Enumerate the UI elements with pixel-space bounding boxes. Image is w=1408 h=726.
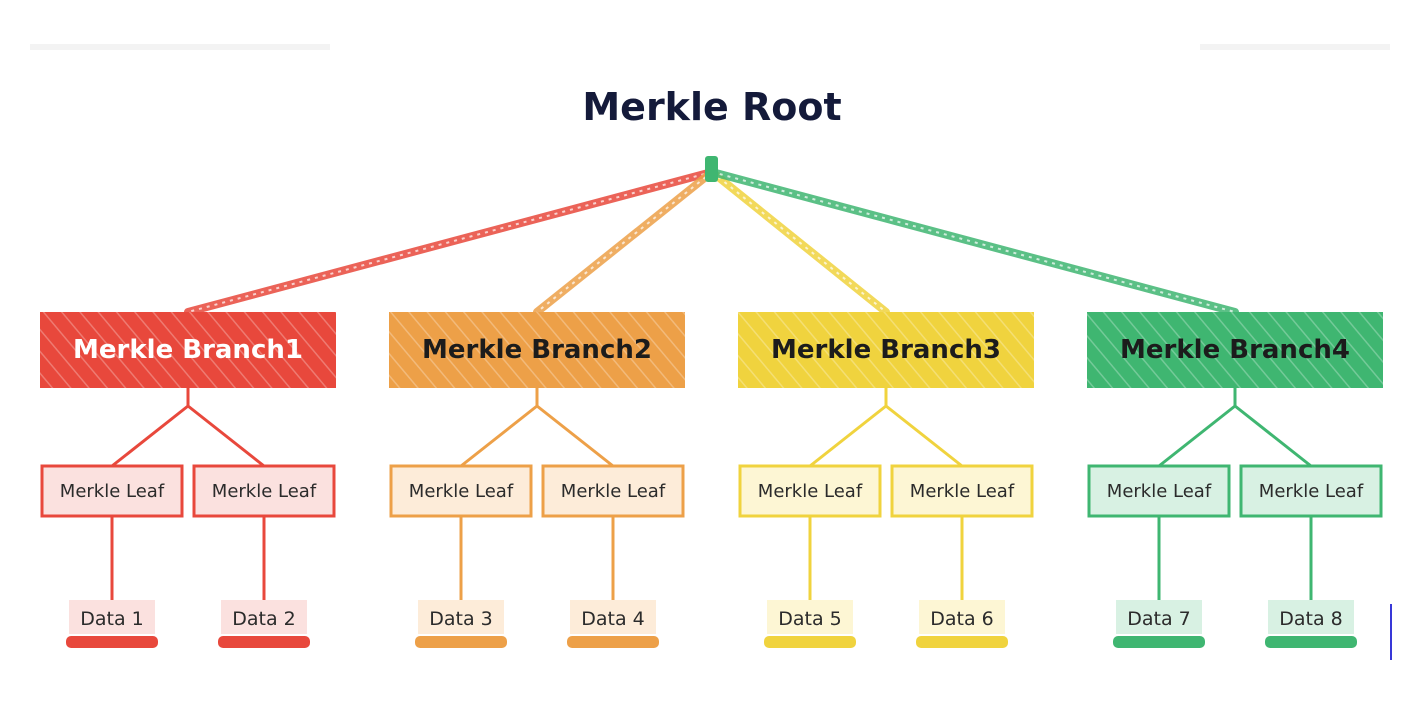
leaf-box xyxy=(389,464,533,518)
branch-leaf-edge xyxy=(809,404,887,468)
branch-label: Merkle Branch4 xyxy=(1120,335,1350,365)
data-label: Data 7 xyxy=(1127,608,1191,630)
data-underline xyxy=(218,636,310,648)
data-underline xyxy=(66,636,158,648)
edges-layer xyxy=(110,168,1313,600)
leaf-box xyxy=(541,464,685,518)
data-underline xyxy=(1113,636,1205,648)
leaf-label: Merkle Leaf xyxy=(1259,481,1364,502)
leaf-label: Merkle Leaf xyxy=(60,481,165,502)
leaf-box xyxy=(738,464,882,518)
data-underline xyxy=(415,636,507,648)
root-edge-texture xyxy=(536,171,713,313)
leaf-label: Merkle Leaf xyxy=(758,481,863,502)
data-chip xyxy=(418,600,504,634)
data-underline xyxy=(764,636,856,648)
leaf-label: Merkle Leaf xyxy=(910,481,1015,502)
branch-label: Merkle Branch3 xyxy=(771,335,1001,365)
branch-leaf-edge xyxy=(536,404,614,468)
data-underline xyxy=(916,636,1008,648)
merkle-root-node xyxy=(705,156,718,182)
data-chip xyxy=(570,600,656,634)
data-chip xyxy=(221,600,307,634)
text-cursor xyxy=(1390,604,1392,660)
branch-box-hatch xyxy=(1087,312,1383,388)
data-label: Data 3 xyxy=(429,608,493,630)
leaf-box xyxy=(890,464,1034,518)
data-underline xyxy=(1265,636,1357,648)
leaf-label: Merkle Leaf xyxy=(409,481,514,502)
branch-label: Merkle Branch2 xyxy=(422,335,652,365)
merkle-root-title: Merkle Root xyxy=(582,85,841,129)
top-shadow-left xyxy=(30,44,330,50)
data-label: Data 8 xyxy=(1279,608,1343,630)
branch-leaf-edge xyxy=(187,404,265,468)
data-chip xyxy=(69,600,155,634)
data-chip xyxy=(1116,600,1202,634)
data-chip xyxy=(1268,600,1354,634)
top-shadow-right xyxy=(1200,44,1390,50)
branch-box-hatch xyxy=(389,312,685,388)
branch-box-hatch xyxy=(738,312,1034,388)
branch-leaf-edge xyxy=(460,404,538,468)
branch-leaf-edge xyxy=(1158,404,1236,468)
branch-leaf-edge xyxy=(111,404,189,468)
branch-leaf-edge xyxy=(885,404,963,468)
leaf-box xyxy=(1239,464,1383,518)
branch-leaf-edge xyxy=(1234,404,1312,468)
leaf-box xyxy=(192,464,336,518)
data-label: Data 4 xyxy=(581,608,645,630)
data-label: Data 6 xyxy=(930,608,994,630)
leaf-label: Merkle Leaf xyxy=(212,481,317,502)
data-underline xyxy=(567,636,659,648)
branch-label: Merkle Branch1 xyxy=(73,335,303,365)
data-chip xyxy=(767,600,853,634)
data-label: Data 5 xyxy=(778,608,842,630)
leaf-label: Merkle Leaf xyxy=(1107,481,1212,502)
leaf-box xyxy=(1087,464,1231,518)
leaf-box xyxy=(40,464,184,518)
root-edge-texture xyxy=(187,171,713,313)
data-chip xyxy=(919,600,1005,634)
data-label: Data 2 xyxy=(232,608,296,630)
root-edge-texture xyxy=(711,171,887,313)
leaf-label: Merkle Leaf xyxy=(561,481,666,502)
branch-box-hatch xyxy=(40,312,336,388)
root-edge-texture xyxy=(711,171,1236,313)
data-label: Data 1 xyxy=(80,608,144,630)
